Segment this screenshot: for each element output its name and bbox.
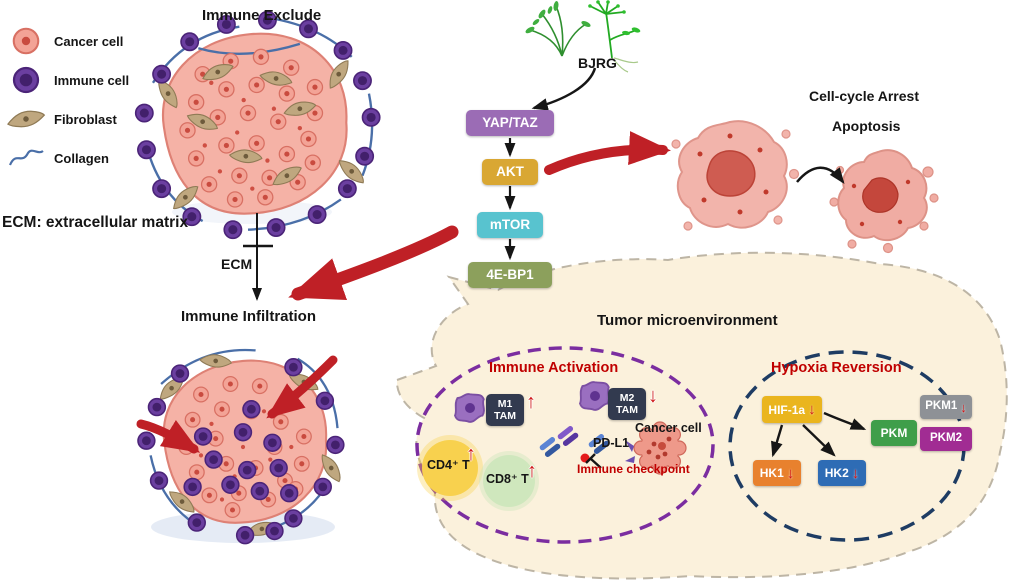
legend-label: Fibroblast [54, 111, 117, 127]
red-effect-arrows [136, 131, 671, 454]
legend-item-fibroblast: Fibroblast [6, 104, 129, 134]
cd4-tcell-icon [417, 435, 483, 501]
immune-exclude-tumor-illustration [134, 10, 381, 240]
bjrg-herb-illustration [525, 0, 641, 73]
herb-to-yaptaz-arrow [531, 67, 597, 111]
pathway-to-infiltration-arrow [288, 225, 459, 301]
cancer-cell-icon [12, 27, 40, 55]
legend-label: Immune cell [54, 72, 130, 88]
tme-blob [395, 251, 1008, 580]
ecm-inhibition-line [243, 213, 273, 301]
pd1-pdl1-complex-icon [539, 426, 610, 463]
legend: Cancer cell Immune cell Fibroblast Colla… [6, 26, 129, 173]
legend-label: Collagen [54, 150, 109, 166]
legend-label: Cancer cell [54, 33, 124, 49]
hypoxia-arrows [771, 411, 867, 458]
collagen-icon [8, 149, 44, 166]
immune-cell-icon [12, 66, 40, 94]
legend-item-immune-cell: Immune cell [6, 65, 129, 95]
cd8-tcell-icon [479, 451, 539, 511]
infiltration-arrow-left [136, 419, 201, 454]
infiltration-arrow-right [266, 355, 338, 419]
arrest-to-apoptosis-arrow [796, 166, 845, 184]
cell-cycle-arrest-cell-icon [671, 120, 800, 231]
apoptotic-cell-icon [829, 149, 939, 254]
immune-activation-ellipse [415, 346, 715, 544]
tme-cancer-cell-icon [625, 421, 687, 475]
legend-item-collagen: Collagen [6, 143, 129, 173]
fibroblast-icon [6, 107, 46, 131]
legend-item-cancer-cell: Cancer cell [6, 26, 129, 56]
akt-to-apoptosis-arrow [544, 131, 671, 175]
checkpoint-inhibition-tbar [585, 453, 602, 469]
